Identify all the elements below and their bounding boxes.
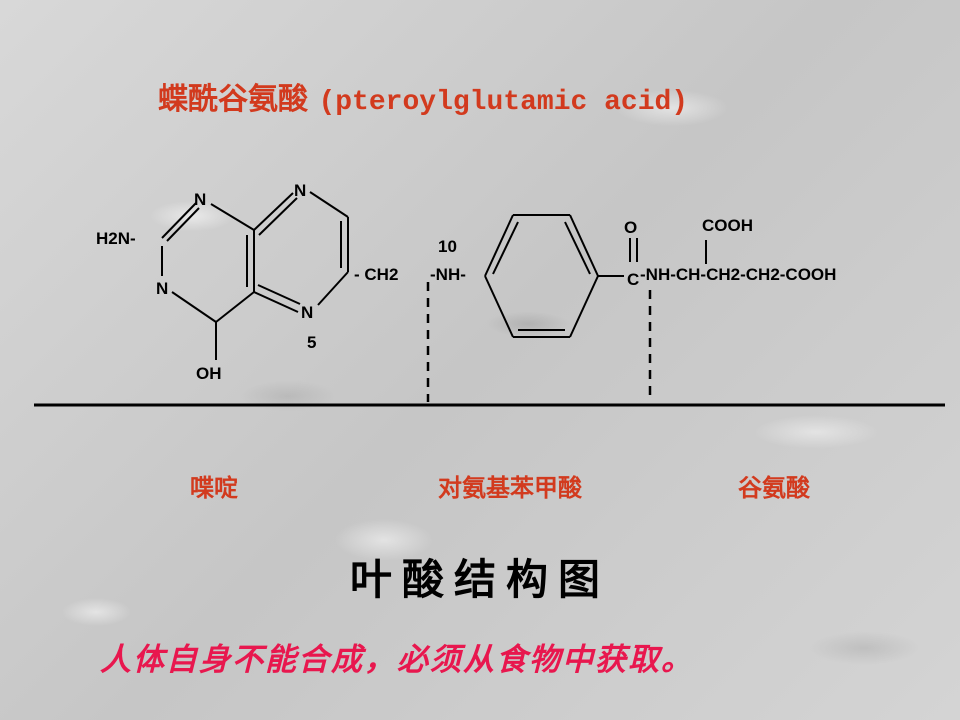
carbonyl-carbon: C — [627, 270, 639, 289]
section-label-paba: 对氨基苯甲酸 — [438, 474, 582, 502]
section-label-glutamate: 谷氨酸 — [738, 474, 810, 502]
glutamate-chain: -NH-CH-CH2-CH2-COOH — [640, 265, 836, 284]
title-chinese: 蝶酰谷氨酸 — [158, 82, 308, 117]
amine-group: -NH- — [430, 265, 466, 284]
atom-n-right-bottom: N — [301, 303, 313, 322]
title-latin: (pteroylglutamic acid) — [318, 87, 689, 118]
carbonyl-oxygen: O — [624, 218, 637, 237]
position-10-label: 10 — [438, 237, 457, 256]
atom-n-left: N — [156, 279, 168, 298]
diagram-caption: 叶酸结构图 — [349, 555, 610, 604]
atom-n-top: N — [194, 190, 206, 209]
position-5-label: 5 — [307, 333, 316, 352]
section-label-pteridine: 喋啶 — [190, 474, 238, 502]
amino-group: H2N- — [96, 229, 136, 248]
side-carboxyl-group: COOH — [702, 216, 753, 235]
hydroxy-group: OH — [196, 364, 222, 383]
bond-lines — [34, 191, 945, 407]
section-dividers — [426, 282, 652, 402]
methylene-group: - CH2 — [354, 265, 398, 284]
page-title: 蝶酰谷氨酸 (pteroylglutamic acid) — [158, 74, 688, 118]
atom-n-right-top: N — [294, 181, 306, 200]
dietary-note: 人体自身不能合成，必须从食物中获取。 — [100, 642, 694, 678]
